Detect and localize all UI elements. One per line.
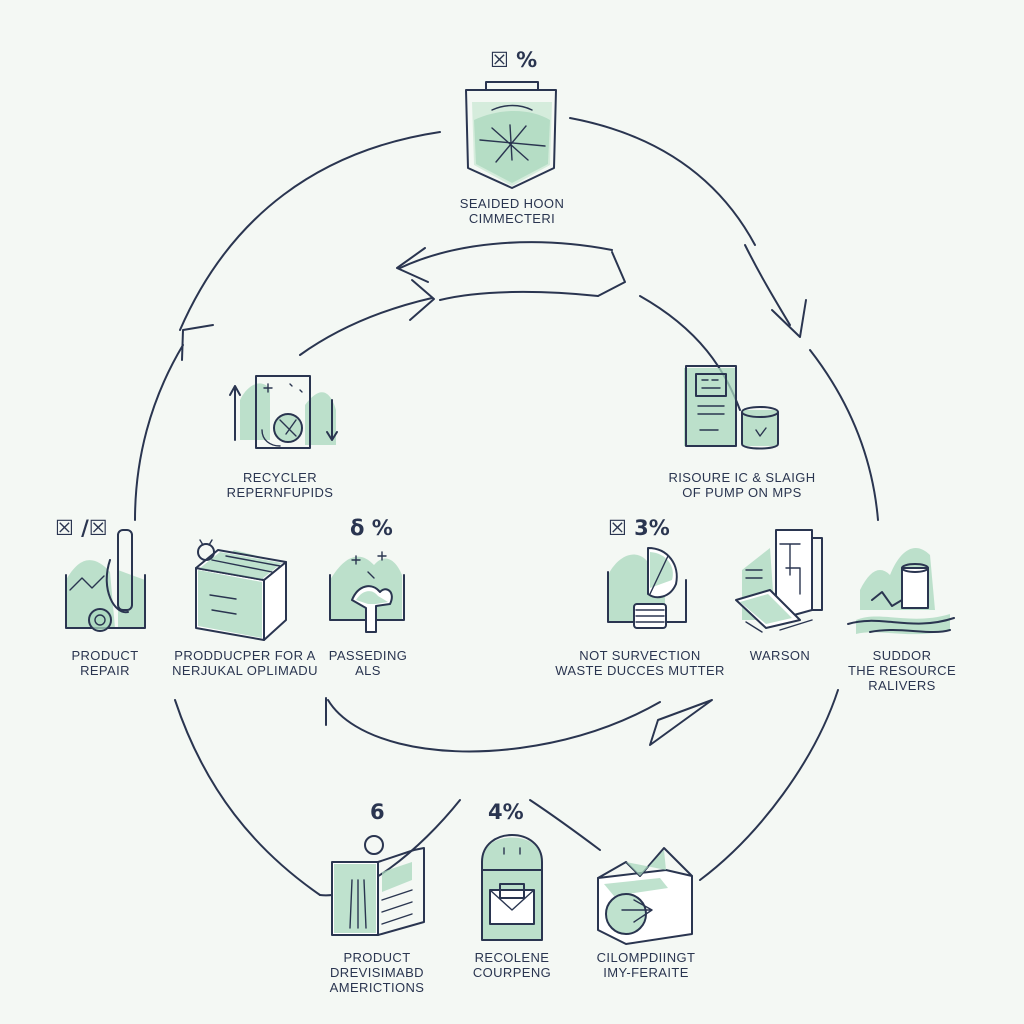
inner-arrow-top-head <box>396 247 429 283</box>
node-label-recycler: RECYCLER REPERNFUPIDS <box>226 470 334 500</box>
node-label-recolene: RECOLENE COURPENG <box>472 950 552 980</box>
arrow-head-top-right <box>771 299 807 338</box>
inner-arrow-bottom <box>327 699 521 753</box>
pump-machine-icon <box>684 365 779 450</box>
arc-left-upper <box>134 344 184 521</box>
inner-arrow-left <box>299 297 433 356</box>
node-label-not-survection: NOT SURVECTION WASTE DUCCES MUTTER <box>555 648 725 678</box>
collection-bin-icon <box>481 834 543 941</box>
dismantle-box-icon <box>331 835 425 936</box>
inner-arrow-top <box>399 241 613 269</box>
node-label-warson: WARSON <box>749 648 811 663</box>
arc-top-left <box>179 131 441 331</box>
arc-top-right-dash <box>744 244 791 326</box>
node-label-producer: PRODDUCPER FOR A NERJUKAL OPLIMADU <box>172 648 318 678</box>
arc-right-upper <box>809 349 879 521</box>
arrow-head-top-left <box>181 324 214 361</box>
inner-arrow-bottom-head <box>649 699 713 746</box>
not-survection-percent: ☒ 3% <box>608 516 670 540</box>
recycling-panel-icon <box>229 375 338 449</box>
passeding-percent: δ % <box>350 516 393 540</box>
node-label-clompdingt: CILOMPDIINGT IMY-FERAITE <box>596 950 696 980</box>
resource-river-icon <box>847 547 955 635</box>
node-label-product-repair: PRODUCT REPAIR <box>71 648 139 678</box>
warehouse-door-icon <box>735 529 823 633</box>
node-label-risoure: RISOURE IC & SLAIGH OF PUMP ON MPS <box>668 470 816 500</box>
product-repair-percent: ☒ /☒ <box>55 516 108 540</box>
box-icon <box>195 539 287 641</box>
arc-right-lower <box>699 689 839 881</box>
node-label-dreviswad: PRODUCT DREVISIMABD AMERICTIONS <box>329 950 425 995</box>
disposal-can-icon <box>607 547 687 629</box>
node-label-passeding: PASSEDING ALS <box>328 648 408 678</box>
inner-arrow-top-return <box>439 290 599 301</box>
arc-bottom-mid-link <box>529 799 601 851</box>
inner-arrow-top-tail <box>597 251 626 297</box>
node-label-suddor: SUDDOR THE RESOURCE RALIVERS <box>847 648 957 693</box>
arc-top-right <box>569 117 756 246</box>
inner-arrow-left-head <box>409 279 435 321</box>
dreviswad-percent: 6 <box>370 800 385 824</box>
composting-box-icon <box>597 847 693 945</box>
hands-plant-icon <box>329 551 405 633</box>
top-percent: ☒ % <box>490 48 538 72</box>
node-label-top: SEAIDED HOON CIMMECTERI <box>459 196 565 226</box>
jar-icon <box>465 81 557 189</box>
repair-landscape-icon <box>65 529 146 632</box>
arc-left-lower <box>174 699 321 896</box>
outer-cycle <box>134 117 879 897</box>
recolene-percent: 4% <box>488 800 524 824</box>
inner-arrow-bottom-right <box>519 701 661 749</box>
